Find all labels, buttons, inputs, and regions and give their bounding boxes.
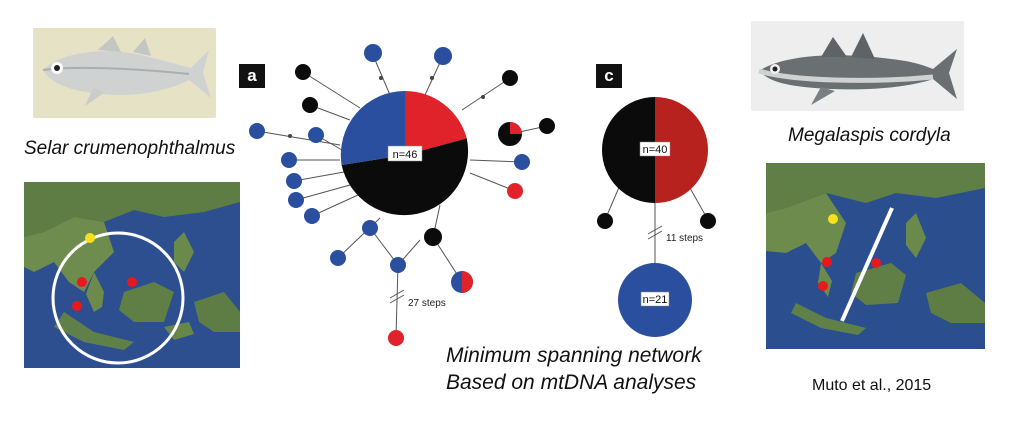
- node-c1-label: n=40: [643, 144, 668, 156]
- haplotype-network-c: n=40 11 steps n=21: [597, 97, 716, 337]
- network-a-small-dots: [288, 76, 485, 138]
- map-left: [24, 182, 240, 368]
- citation: Muto et al., 2015: [812, 377, 932, 394]
- selar-fish-photo: [33, 28, 216, 118]
- steps-label-a: 27 steps: [408, 298, 446, 309]
- network-a-peripheral-nodes: [249, 44, 555, 346]
- node-c-small-right: [700, 213, 716, 229]
- caption-line-1: Minimum spanning network: [446, 344, 702, 367]
- haplotype-network-a: n=46 27 steps: [249, 44, 555, 346]
- steps-label-c: 11 steps: [666, 233, 703, 244]
- megalaspis-fish-photo: [751, 21, 964, 111]
- map-right: [766, 163, 985, 349]
- panel-c-label: c: [596, 64, 622, 88]
- node-mixed-red-black: [498, 122, 522, 146]
- panel-a-label: a: [239, 64, 265, 88]
- node-main-label: n=46: [393, 149, 418, 161]
- node-c2-label: n=21: [643, 294, 668, 306]
- species-label-left: Selar crumenophthalmus: [24, 138, 236, 159]
- caption-line-2: Based on mtDNA analyses: [446, 371, 697, 394]
- haplotype-node-c1: [602, 97, 708, 203]
- species-label-right: Megalaspis cordyla: [788, 125, 951, 146]
- node-c-small-left: [597, 213, 613, 229]
- node-mixed-blue-red: [451, 271, 473, 293]
